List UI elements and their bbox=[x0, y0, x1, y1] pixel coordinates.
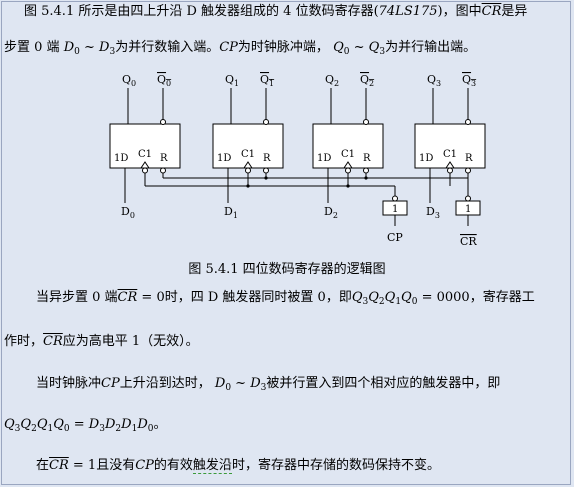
ff1-c-label: C1 bbox=[241, 149, 255, 160]
flip-flop-3 bbox=[414, 123, 486, 169]
spellcheck-underlined-word[interactable]: 触发沿 bbox=[192, 458, 232, 474]
paragraph-reset: 当异步置 0 端CR = 0时，四 D 触发器同时被置 0，即Q3Q2Q1Q0 … bbox=[36, 290, 574, 310]
cr-label: CR bbox=[460, 235, 477, 248]
d2-label: D2 bbox=[324, 205, 338, 220]
tilde-3: ~ bbox=[231, 376, 251, 391]
ff3-d-label: 1D bbox=[419, 153, 433, 164]
d3-label: D3 bbox=[426, 205, 440, 220]
paragraph-equation: Q3Q2Q1Q0 = D3D2D1D0。 bbox=[4, 417, 574, 437]
clock-text-c: 被并行置入到四个相对应的触发器中，即 bbox=[266, 376, 501, 391]
operate-text-b: 应为高电平 1（无效）。 bbox=[62, 334, 199, 349]
hold-text-a: 在 bbox=[36, 458, 50, 473]
cr-symbol-3: CR bbox=[43, 334, 63, 349]
d1-label: D1 bbox=[224, 205, 238, 220]
flip-flop-1 bbox=[212, 123, 284, 169]
ff3-r-label: R bbox=[465, 153, 473, 164]
q3-bar-label: Q3 bbox=[462, 73, 476, 88]
q3-symbol: Q3 bbox=[368, 40, 386, 57]
ff2-d-label: 1D bbox=[317, 153, 331, 164]
ff2-c-label: C1 bbox=[341, 149, 355, 160]
q0-bar-label: Q0 bbox=[157, 73, 171, 88]
d-sequence: D3D2D1D0 bbox=[88, 417, 154, 434]
reset-text-a: 当异步置 0 端 bbox=[36, 290, 118, 305]
cr-gate-label: 1 bbox=[465, 204, 471, 215]
q0-label: Q0 bbox=[122, 73, 136, 88]
reset-text-c: = 0000，寄存器工 bbox=[417, 290, 535, 305]
ports-text-a: 步置 0 端 bbox=[4, 40, 60, 55]
ff0-r-label: R bbox=[160, 153, 168, 164]
operate-text-a: 作时， bbox=[4, 334, 44, 349]
intro-text-end: 是异 bbox=[501, 4, 528, 19]
d3-symbol: D3 bbox=[99, 40, 116, 57]
paragraph-clock: 当时钟脉冲CP上升沿到达时， D0 ~ D3被并行置入到四个相对应的触发器中，即 bbox=[36, 376, 574, 396]
hold-text-b: = 1且没有 bbox=[68, 458, 136, 473]
q-sequence-2: Q3Q2Q1Q0 bbox=[4, 417, 70, 434]
cp-symbol: CP bbox=[219, 40, 238, 55]
figure-caption: 图 5.4.1 四位数码寄存器的逻辑图 bbox=[188, 262, 386, 277]
d-range-end: D3 bbox=[250, 376, 267, 393]
cr-symbol: CR bbox=[481, 4, 502, 19]
hold-text-c: 的有效 bbox=[153, 458, 193, 473]
ports-text-d: 为并行输出端。 bbox=[385, 40, 477, 55]
paragraph-intro: 图 5.4.1 所示是由四上升沿 D 触发器组成的 4 位数码寄存器(74LS1… bbox=[24, 4, 574, 20]
cp-gate-label: 1 bbox=[392, 204, 398, 215]
d0-symbol: D0 bbox=[63, 40, 80, 57]
q1-bar-label: Q1 bbox=[260, 73, 274, 88]
cp-symbol-2: CP bbox=[101, 376, 120, 391]
equals: = bbox=[69, 417, 89, 432]
q-sequence: Q3Q2Q1Q0 bbox=[351, 290, 418, 307]
q0-symbol: Q0 bbox=[333, 40, 350, 57]
tilde-2: ~ bbox=[349, 40, 369, 55]
cp-label: CP bbox=[387, 231, 403, 244]
q2-label: Q2 bbox=[325, 73, 339, 88]
q3-label: Q3 bbox=[427, 73, 441, 88]
flip-flop-2 bbox=[312, 123, 384, 169]
ff2-r-label: R bbox=[363, 153, 371, 164]
q1-label: Q1 bbox=[225, 73, 239, 88]
ff1-d-label: 1D bbox=[217, 153, 231, 164]
cp-symbol-3: CP bbox=[135, 458, 154, 473]
paragraph-operate: 作时，CR应为高电平 1（无效）。 bbox=[4, 334, 574, 350]
ff3-c-label: C1 bbox=[443, 149, 457, 160]
clock-text-b: 上升沿到达时， bbox=[119, 376, 211, 391]
d-range: D0 bbox=[214, 376, 232, 393]
paragraph-hold: 在CR = 1且没有CP的有效触发沿时，寄存器中存储的数码保持不变。 bbox=[36, 458, 574, 474]
ff1-r-label: R bbox=[263, 153, 271, 164]
intro-text: 图 5.4.1 所示是由四上升沿 D 触发器组成的 4 位数码寄存器( bbox=[24, 4, 379, 19]
period: 。 bbox=[153, 417, 167, 432]
cr-symbol-2: CR bbox=[117, 290, 138, 305]
intro-text-mid: )，图中 bbox=[437, 4, 482, 19]
logic-diagram: 1D C1 R 1D C1 R 1D C1 R 1D C1 R 1 1 Q0 Q… bbox=[109, 73, 486, 248]
paragraph-ports: 步置 0 端 D0 ~ D3为并行数输入端。CP为时钟脉冲端， Q0 ~ Q3为… bbox=[4, 40, 574, 60]
ports-text-b: 为并行数输入端。 bbox=[115, 40, 220, 55]
d0-label: D0 bbox=[121, 205, 135, 220]
chip-model: 74LS175 bbox=[378, 4, 438, 19]
tilde: ~ bbox=[79, 40, 100, 55]
reset-text-b: = 0时，四 D 触发器同时被置 0，即 bbox=[137, 290, 352, 305]
ports-text-c: 为时钟脉冲端， bbox=[237, 40, 329, 55]
clock-text-a: 当时钟脉冲 bbox=[36, 376, 102, 391]
ff0-c-label: C1 bbox=[138, 149, 152, 160]
ff0-d-label: 1D bbox=[114, 153, 128, 164]
q2-bar-label: Q2 bbox=[360, 73, 374, 88]
hold-text-e: 时，寄存器中存储的数码保持不变。 bbox=[231, 458, 440, 473]
cr-symbol-4: CR bbox=[49, 458, 69, 473]
